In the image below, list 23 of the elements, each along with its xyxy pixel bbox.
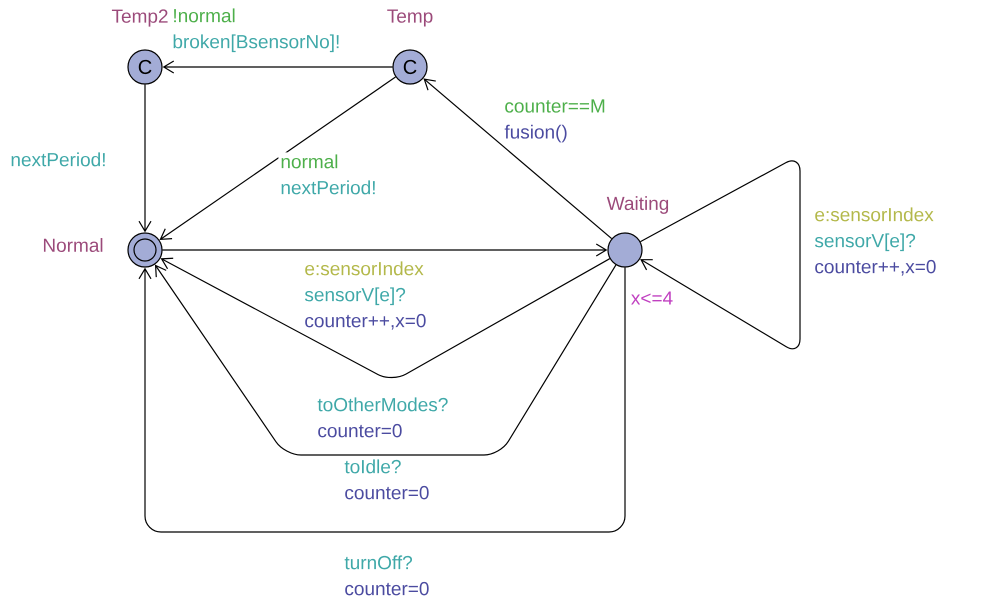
edge-label: counter==M fusion() xyxy=(502,97,608,144)
edge-label: toIdle? counter=0 xyxy=(342,457,432,502)
edge-label: turnOff? counter=0 xyxy=(342,553,432,598)
edge-label: nextPeriod! xyxy=(8,150,109,168)
transition-arrow xyxy=(138,268,626,533)
edge-label: !normal broken[BsensorNo]! xyxy=(170,6,342,54)
edge-label: e:sensorIndex sensorV[e]? counter++,x=0 xyxy=(302,259,428,332)
location-name: Temp xyxy=(387,10,432,27)
transition-arrow xyxy=(423,78,612,240)
edge-label: toOtherModes? counter=0 xyxy=(315,395,450,440)
transition-arrow xyxy=(159,76,396,240)
transition-arrow xyxy=(138,84,152,232)
location-name: Temp2 xyxy=(112,9,168,27)
transition-arrow xyxy=(162,244,608,257)
transition-arrow xyxy=(154,264,616,456)
edge-label: e:sensorIndex sensorV[e]? counter++,x=0 xyxy=(812,205,938,278)
transition-arrow xyxy=(162,60,392,74)
transition-arrow xyxy=(160,258,610,378)
location-name: Waiting xyxy=(606,196,668,214)
transition-arrow xyxy=(640,160,801,350)
location-name: Normal xyxy=(44,238,102,252)
edge-label: normal nextPeriod! xyxy=(278,152,379,196)
invariant-label: x<=4 xyxy=(631,291,673,305)
